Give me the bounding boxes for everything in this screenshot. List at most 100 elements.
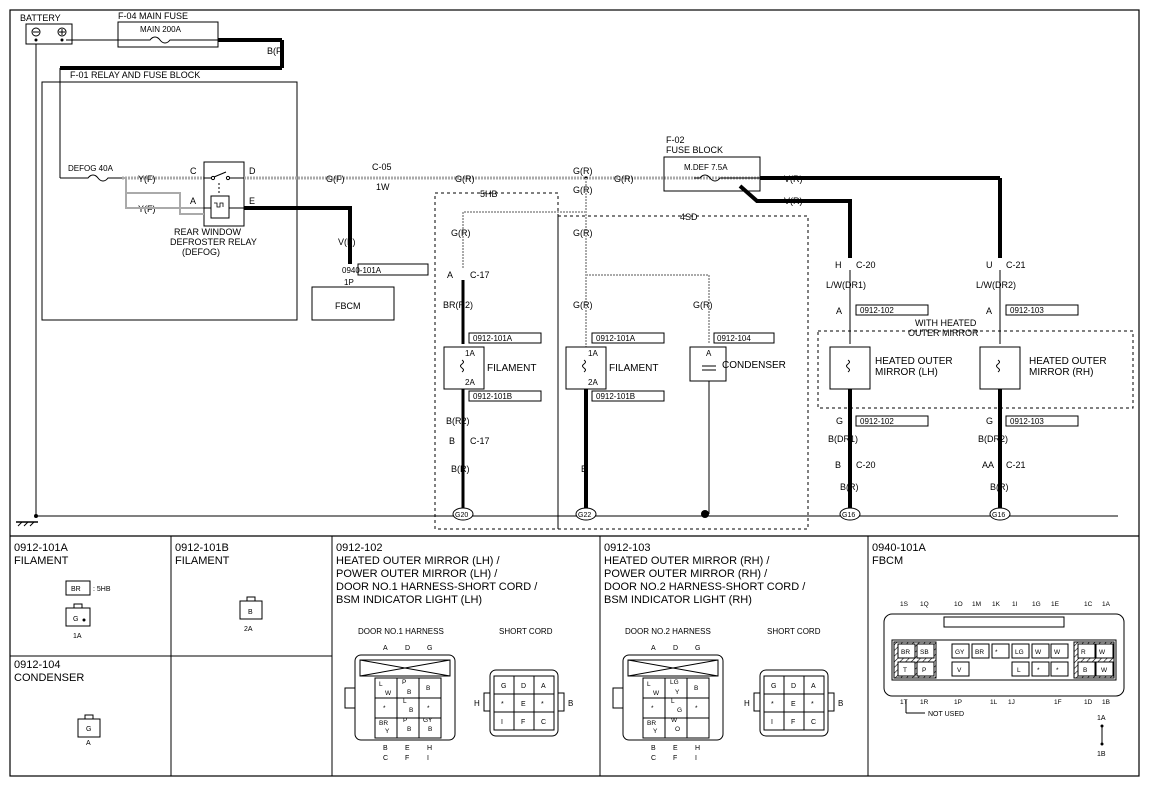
svg-text:L/W(DR2): L/W(DR2) bbox=[976, 280, 1016, 290]
main-fuse: F-04 MAIN FUSE MAIN 200A bbox=[117, 11, 219, 48]
pin-cell: GY bbox=[955, 649, 965, 656]
svg-text:0940-101A: 0940-101A bbox=[872, 542, 926, 554]
svg-text:G16: G16 bbox=[992, 512, 1005, 519]
svg-text:FUSE BLOCK: FUSE BLOCK bbox=[666, 145, 723, 155]
svg-text:OUTER MIRROR: OUTER MIRROR bbox=[908, 328, 979, 338]
svg-text:B: B bbox=[835, 460, 841, 470]
pin-label: I bbox=[695, 755, 697, 762]
pin-cell: L bbox=[403, 698, 407, 705]
svg-text:G: G bbox=[986, 416, 993, 426]
svg-text:G16: G16 bbox=[842, 512, 855, 519]
svg-text:D: D bbox=[249, 166, 256, 176]
pin-cell: Y bbox=[653, 728, 658, 735]
pin-cell: E bbox=[791, 701, 796, 708]
ground-g16-lh bbox=[839, 507, 861, 521]
svg-text:FBCM: FBCM bbox=[872, 555, 903, 567]
main-fuse-rating: MAIN 200A bbox=[140, 25, 182, 34]
svg-text:C-21: C-21 bbox=[1006, 460, 1026, 470]
svg-text:B(R): B(R) bbox=[990, 482, 1009, 492]
fbcm-label: FBCM bbox=[335, 301, 361, 311]
pin-cell: R bbox=[1081, 649, 1086, 656]
svg-text:NOT USED: NOT USED bbox=[928, 711, 964, 718]
svg-text:G(R): G(R) bbox=[455, 174, 475, 184]
svg-text:4SD: 4SD bbox=[680, 212, 698, 222]
heated-outer-mirror-rh bbox=[979, 346, 1021, 390]
pin-cell: BR bbox=[975, 649, 984, 656]
fuse-block-f02: F-02 FUSE BLOCK M.DEF 7.5A bbox=[663, 135, 761, 192]
battery: BATTERY bbox=[20, 13, 73, 45]
pin-cell: I bbox=[771, 719, 773, 726]
ground-g22 bbox=[575, 507, 597, 521]
pin-label: E bbox=[405, 745, 410, 752]
svg-text:B(DR1): B(DR1) bbox=[828, 434, 858, 444]
defog-fuse-label: DEFOG 40A bbox=[68, 164, 114, 173]
svg-text:L/W(DR1): L/W(DR1) bbox=[826, 280, 866, 290]
svg-text:DOOR NO.2 HARNESS: DOOR NO.2 HARNESS bbox=[625, 627, 711, 636]
pin-label: 1E bbox=[1051, 601, 1060, 608]
pin-cell: G bbox=[677, 707, 682, 714]
pin-cell: G bbox=[771, 683, 776, 690]
svg-text:B(R): B(R) bbox=[840, 482, 859, 492]
svg-text:FILAMENT: FILAMENT bbox=[14, 555, 69, 567]
pin-label: 1P bbox=[954, 699, 962, 706]
pin-cell: I bbox=[501, 719, 503, 726]
pin-cell: B bbox=[407, 726, 411, 733]
pin-cell: O bbox=[675, 726, 680, 733]
svg-text:: 5HB: : 5HB bbox=[93, 586, 111, 593]
pin-label: H bbox=[744, 699, 750, 708]
pin-cell: * bbox=[995, 649, 998, 656]
wire-vf: V(F) bbox=[338, 237, 356, 247]
pin-label: 1L bbox=[990, 699, 998, 706]
panel-101a-id: 0912-101A bbox=[14, 542, 68, 554]
pin-label: C bbox=[383, 755, 388, 762]
svg-text:G22: G22 bbox=[578, 512, 591, 519]
pin-label: I bbox=[427, 755, 429, 762]
svg-text:0912-102: 0912-102 bbox=[860, 306, 894, 315]
svg-text:A: A bbox=[706, 349, 712, 358]
pin-cell: * bbox=[1037, 667, 1040, 674]
svg-text:C: C bbox=[190, 166, 197, 176]
pin-label: 1D bbox=[1084, 699, 1093, 706]
pin-cell: B bbox=[407, 689, 411, 696]
pin-label: G bbox=[427, 645, 432, 652]
pin-label: 1C bbox=[1084, 601, 1093, 608]
svg-text:G: G bbox=[86, 726, 91, 733]
pin-label: 1M bbox=[972, 601, 981, 608]
svg-text:1B: 1B bbox=[1097, 751, 1106, 758]
pin-cell: BR bbox=[901, 649, 910, 656]
svg-text:G(R): G(R) bbox=[573, 228, 593, 238]
pin-label: A bbox=[651, 645, 656, 652]
svg-text:0912-103: 0912-103 bbox=[604, 542, 651, 554]
pin-cell: W bbox=[671, 717, 678, 724]
pin-cell: V bbox=[957, 667, 962, 674]
svg-text:DEFROSTER RELAY: DEFROSTER RELAY bbox=[170, 237, 257, 247]
svg-text:2A: 2A bbox=[588, 378, 598, 387]
svg-text:C-20: C-20 bbox=[856, 260, 876, 270]
pin-cell: W bbox=[1099, 649, 1106, 656]
svg-text:1A: 1A bbox=[1097, 715, 1106, 722]
pin-cell: P bbox=[402, 679, 406, 686]
svg-text:A: A bbox=[836, 306, 842, 316]
pin-cell: * bbox=[383, 705, 386, 712]
pin-label: 1A bbox=[1102, 601, 1111, 608]
svg-text:0912-104: 0912-104 bbox=[717, 334, 751, 343]
svg-text:G(R): G(R) bbox=[573, 185, 593, 195]
pin-cell: * bbox=[541, 701, 544, 708]
svg-text:0912-104: 0912-104 bbox=[14, 659, 61, 671]
svg-text:G(R): G(R) bbox=[614, 174, 634, 184]
pin-cell: W bbox=[1101, 667, 1108, 674]
ground-g20 bbox=[452, 507, 474, 521]
svg-text:V(R): V(R) bbox=[784, 196, 803, 206]
svg-text:(DEFOG): (DEFOG) bbox=[182, 247, 220, 257]
pin-label: H bbox=[695, 745, 700, 752]
svg-text:V(R): V(R) bbox=[784, 174, 803, 184]
pin-label: 1O bbox=[954, 601, 963, 608]
relay-fuse-block bbox=[41, 81, 298, 321]
pin-cell: * bbox=[771, 701, 774, 708]
svg-text:1P: 1P bbox=[344, 278, 354, 287]
outer-frame bbox=[9, 9, 1140, 777]
